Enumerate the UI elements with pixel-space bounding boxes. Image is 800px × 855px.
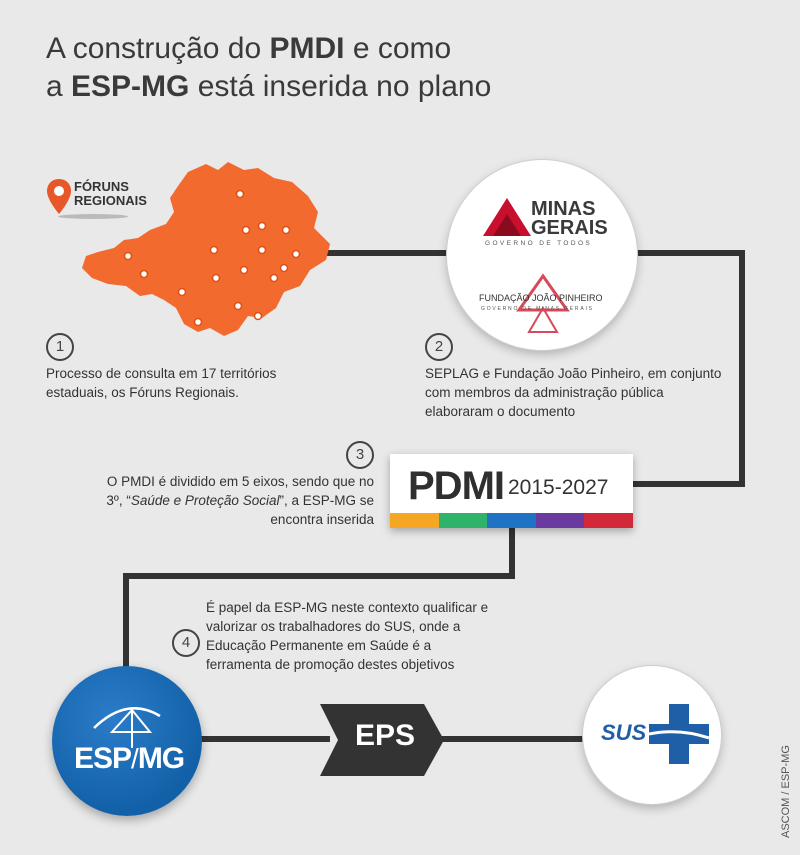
forum-territory-dot: [269, 273, 279, 283]
forum-territory-dot: [193, 317, 203, 327]
step-1-number: 1: [46, 333, 74, 361]
eps-arrow-shape: [320, 704, 444, 776]
sus-logo-circle: SUS: [583, 666, 721, 804]
step-4-text: É papel da ESP-MG neste contexto qualifi…: [206, 600, 489, 672]
esp-mg-logo-icon: [93, 707, 161, 748]
fjp-logo-mark: [527, 306, 559, 333]
pdmi-years: 2015-2027: [508, 476, 609, 499]
eps-label: EPS: [354, 719, 416, 752]
step-3-number: 3: [346, 441, 374, 469]
fjp-tagline: GOVERNO DE MINAS GERAIS: [481, 306, 594, 312]
forums-logo-line2: REGIONAIS: [74, 193, 147, 208]
page-title: A construção do PMDI e como a ESP-MG est…: [46, 30, 666, 106]
title-line-1: A construção do PMDI e como: [46, 32, 452, 65]
step-1-text: Processo de consulta em 17 territórios e…: [46, 366, 277, 400]
forum-territory-dot: [241, 225, 251, 235]
forum-territory-dot: [211, 273, 221, 283]
forum-territory-dot: [281, 225, 291, 235]
forum-territory-dot: [279, 263, 289, 273]
forum-territory-dot: [177, 287, 187, 297]
pdmi-label: PDMI: [408, 464, 505, 508]
esp-logo-right: MG: [137, 742, 185, 775]
forum-territory-dot: [257, 245, 267, 255]
title-line-2: a ESP-MG está inserida no plano: [46, 70, 492, 103]
forum-territory-dot: [239, 265, 249, 275]
pdmi-axes-color-bar: [390, 513, 633, 528]
pdmi-axis-segment-5: [584, 513, 633, 528]
step-4-number: 4: [172, 629, 200, 657]
minas-gerais-line2: GERAIS: [531, 217, 608, 239]
esp-logo-left: ESP: [74, 742, 132, 775]
sus-logo-text: SUS: [601, 720, 647, 745]
minas-gerais-map: [82, 162, 330, 336]
forum-territory-dot: [233, 301, 243, 311]
step-3-text: O PMDI é dividido em 5 eixos, sendo que …: [106, 474, 374, 527]
step-2-number: 2: [425, 333, 453, 361]
pdmi-plan-card: PDMI 2015-2027: [390, 454, 633, 528]
forums-logo-line1: FÓRUNS: [74, 179, 129, 194]
minas-gerais-line1: MINAS: [531, 198, 596, 220]
forum-territory-dot: [257, 221, 267, 231]
forum-territory-dot: [235, 189, 245, 199]
connector-pdmi-to-esp: [123, 528, 515, 670]
fjp-name: FUNDAÇÃO JOÃO PINHEIRO: [479, 293, 603, 303]
location-pin-icon: [47, 179, 71, 214]
pdmi-axis-segment-2: [438, 513, 488, 528]
credit-text: ASCOM / ESP-MG: [780, 745, 792, 838]
forum-territory-dot: [291, 249, 301, 259]
pdmi-axis-segment-3: [487, 513, 536, 528]
forums-regionais-logo: FÓRUNS REGIONAIS: [46, 178, 147, 220]
forum-territory-dot: [253, 311, 263, 321]
forum-territory-dot: [123, 251, 133, 261]
connector-gov-to-pdmi: [632, 250, 745, 487]
esp-mg-logo-circle: ESP/MG: [52, 666, 202, 816]
minas-gerais-tagline: GOVERNO DE TODOS: [485, 240, 593, 247]
forum-territory-dot: [139, 269, 149, 279]
pdmi-axis-segment-4: [535, 513, 585, 528]
forum-territory-dot: [209, 245, 219, 255]
sus-cross-icon: [649, 704, 709, 764]
step-2-text: SEPLAG e Fundação João Pinheiro, em conj…: [425, 366, 722, 419]
pdmi-axis-segment-1: [390, 513, 439, 528]
government-logos-circle: MINAS GERAIS GOVERNO DE TODOS FUNDAÇÃO J…: [447, 160, 637, 350]
